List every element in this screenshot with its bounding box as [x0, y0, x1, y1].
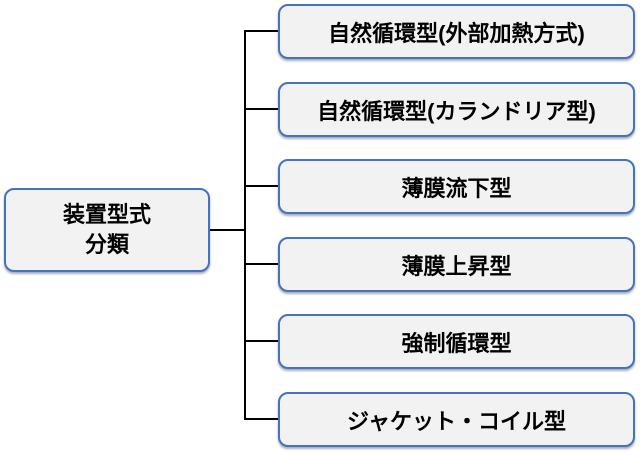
node-branch-natural-circulation-external-heating: 自然循環型(外部加熱方式) — [278, 4, 635, 59]
connector-branch-5 — [245, 340, 279, 342]
connector-root-stub — [209, 229, 245, 231]
connector-branch-2 — [245, 108, 279, 110]
connector-branch-6 — [245, 418, 279, 420]
node-branch-natural-circulation-calandria: 自然循環型(カランドリア型) — [278, 82, 635, 137]
connector-branch-3 — [245, 185, 279, 187]
node-branch-falling-thin-film: 薄膜流下型 — [278, 159, 635, 214]
root-label-line1: 装置型式 — [62, 202, 151, 228]
branch-label: 強制循環型 — [401, 330, 512, 356]
connector-trunk — [244, 30, 246, 420]
node-branch-jacket-coil: ジャケット・コイル型 — [278, 392, 635, 447]
node-root: 装置型式 分類 — [4, 188, 210, 272]
branch-label: ジャケット・コイル型 — [347, 408, 566, 434]
node-branch-rising-thin-film: 薄膜上昇型 — [278, 237, 635, 292]
connector-branch-4 — [245, 263, 279, 265]
node-branch-forced-circulation: 強制循環型 — [278, 314, 635, 369]
branch-label: 薄膜上昇型 — [401, 253, 512, 279]
branch-label: 自然循環型(カランドリア型) — [317, 98, 596, 124]
root-label-line2: 分類 — [84, 232, 129, 257]
branch-label: 薄膜流下型 — [401, 175, 512, 201]
connector-branch-1 — [245, 30, 279, 32]
branch-label: 自然循環型(外部加熱方式) — [328, 20, 585, 46]
